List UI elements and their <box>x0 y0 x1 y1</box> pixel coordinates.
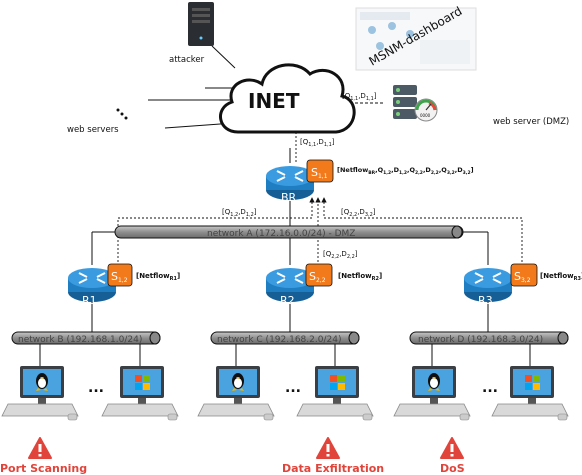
flow-label-q12: [Q1,2,D1,2] <box>222 208 257 218</box>
flow-label-cloud: [Q1,1,D1,1] <box>342 92 377 102</box>
network-b-bar <box>11 331 161 345</box>
flow-label-q22-d32: [Q2,2,D3,2] <box>341 208 376 218</box>
br-netflow-label: [NetflowBR,Q1,2,D1,2,Q2,2,D2,2,Q3,2,D3,2… <box>337 166 474 176</box>
sensor-r3: S3,2 <box>510 263 538 287</box>
cloud-label: INET <box>248 89 300 113</box>
svg-text:S3,2: S3,2 <box>514 270 531 284</box>
dmz-server-icon <box>393 85 438 122</box>
alert-data-exfiltration: Data Exfiltration <box>282 462 384 475</box>
router-r2-label: R2 <box>280 294 295 307</box>
sensor-r1: S1,2 <box>107 263 133 287</box>
attacker-server-icon <box>188 2 214 46</box>
network-d-label: network D (192.168.3.0/24) <box>418 335 543 345</box>
sensor-flows <box>117 127 523 262</box>
flow-label-br: [Q1,1,D1,1] <box>300 138 335 148</box>
r2-netflow-label: [NetflowR2] <box>338 272 382 282</box>
attacker-label: attacker <box>169 55 205 65</box>
ellipsis-b: ... <box>88 380 104 396</box>
sensor-br: S1,1 <box>306 159 334 183</box>
ellipsis-c: ... <box>285 380 301 396</box>
internet-cloud-icon <box>219 63 356 134</box>
pc-linux-c <box>197 365 275 421</box>
border-router-label: BR <box>281 191 297 204</box>
gauge-text: 0000 <box>420 113 431 118</box>
web-servers-dots <box>116 108 128 120</box>
svg-text:S1,2: S1,2 <box>111 270 128 284</box>
pc-linux-b <box>1 365 79 421</box>
network-c-bar <box>210 331 360 345</box>
alert-icon <box>316 437 340 459</box>
ellipsis-d: ... <box>482 380 498 396</box>
web-servers-label: web servers <box>67 125 119 135</box>
links <box>39 45 531 366</box>
pc-linux-d <box>393 365 471 421</box>
network-b-label: network B (192.168.1.0/24) <box>18 335 142 345</box>
r3-netflow-label: [NetflowR3] <box>540 272 582 282</box>
r1-netflow-label: [NetflowR1] <box>136 272 180 282</box>
sensor-r2: S2,2 <box>305 263 333 287</box>
pc-windows-b <box>101 365 179 421</box>
pc-windows-d <box>491 365 569 421</box>
alert-port-scanning: Port Scanning <box>0 462 87 475</box>
svg-text:S2,2: S2,2 <box>309 270 326 284</box>
network-a-label: network A (172.16.0.0/24) - DMZ <box>207 229 355 239</box>
alert-icon <box>28 437 52 459</box>
dashboard-screenshot <box>355 7 477 71</box>
router-r3-label: R3 <box>478 294 493 307</box>
svg-text:S1,1: S1,1 <box>311 166 328 180</box>
network-d-bar <box>409 331 569 345</box>
alert-icon <box>440 437 464 459</box>
dmz-server-label: web server (DMZ) <box>493 117 569 127</box>
router-r1-label: R1 <box>82 294 97 307</box>
network-a-bar <box>114 225 464 239</box>
flow-label-q22-mid: [Q2,2,D2,2] <box>323 250 358 260</box>
network-c-label: network C (192.168.2.0/24) <box>217 335 341 345</box>
pc-windows-c <box>296 365 374 421</box>
alert-dos: DoS <box>440 462 465 475</box>
